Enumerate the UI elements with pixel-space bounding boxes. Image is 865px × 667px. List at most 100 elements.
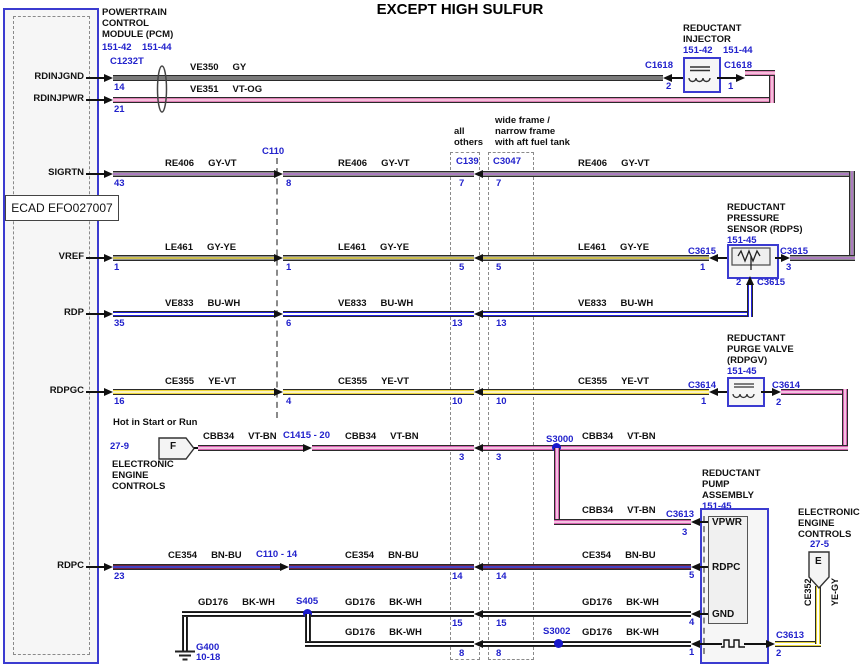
ecad-label-box: ECAD EFO027007 (5, 195, 119, 221)
pcm-connector-label: C1232T (110, 56, 144, 67)
rdpgv-name: REDUCTANT PURGE VALVE (RDPGV) (727, 333, 794, 366)
c3047-pin: 5 (496, 262, 502, 273)
wire-re406-s1 (113, 171, 274, 177)
pcm-pin-number: 43 (114, 178, 125, 189)
injector-ref-1: 151-42 (683, 45, 713, 56)
pin-stub (86, 566, 104, 568)
pump-connector-line (703, 516, 705, 654)
pcm-ref-1: 151-42 (102, 42, 132, 53)
pcm-dashed-box (13, 16, 90, 655)
pump-rdpc-label: RDPC (712, 562, 741, 573)
connector-arrow (474, 310, 483, 318)
c3047-pin: 7 (496, 178, 502, 189)
wire-gd176a-s2 (483, 611, 691, 617)
wire-ve833-s2 (283, 311, 474, 317)
injector-box (683, 57, 721, 93)
wire-gd176a-s1 (182, 611, 474, 617)
c110-14-label: C110 - 14 (256, 549, 298, 560)
c110-pin: 1 (286, 262, 292, 273)
pin-stub (194, 447, 199, 449)
c3047-label: C3047 (493, 156, 521, 167)
connector-arrow (691, 640, 700, 648)
splice-s3000-label: S3000 (546, 434, 574, 445)
ecad-label: ECAD EFO027007 (11, 201, 113, 215)
pin-arrow (104, 310, 113, 318)
connector-arrow (474, 563, 483, 571)
c139-caption: all others (454, 126, 484, 148)
wire-cbb34-s2 (312, 445, 474, 451)
c110-pin: 4 (286, 396, 292, 407)
c139-pin: 13 (452, 318, 463, 329)
wire-ve833-s3 (483, 311, 753, 317)
pin-stub (718, 391, 727, 393)
eec-e-name: ELECTRONIC ENGINE CONTROLS (798, 507, 860, 540)
injector-coil-icon (688, 66, 711, 83)
connector-arrow (280, 563, 289, 571)
connector-arrow (736, 74, 745, 82)
injector-pin-right: 1 (728, 81, 734, 92)
c3613-label: C3613 (666, 509, 694, 520)
pin-stub (86, 173, 104, 175)
c139-pin: 3 (459, 452, 465, 463)
connector-arrow (709, 254, 718, 262)
pin-arrow (104, 388, 113, 396)
hot-in-start-label: Hot in Start or Run (113, 417, 198, 428)
pin-stub (86, 313, 104, 315)
wire-cbb34-branch (554, 519, 691, 525)
page-title: EXCEPT HIGH SULFUR (376, 1, 544, 18)
pin-stub (86, 257, 104, 259)
pin-stub (775, 257, 781, 259)
pin-stub (700, 613, 708, 615)
wire-re406-s3 (483, 171, 855, 177)
rdps-ref: 151-45 (727, 235, 757, 246)
connector-arrow (274, 254, 283, 262)
wire-ve351 (113, 97, 775, 103)
pcm-pin-vref: VREF (58, 251, 84, 262)
c3047-box (488, 152, 534, 660)
pin-stub (700, 643, 722, 645)
wire-ve833-riser (747, 285, 753, 317)
pin-stub (744, 643, 766, 645)
pump-vpwr-label: VPWR (712, 517, 742, 528)
connector-arrow (474, 640, 483, 648)
wire-ce354-s2 (289, 564, 474, 570)
c3047-pin: 14 (496, 571, 507, 582)
pcm-pin-rdpgc: RDPGC (49, 385, 84, 396)
pump-inner-box (708, 516, 748, 624)
connector-arrow-up (746, 276, 754, 285)
splice-s405 (303, 609, 312, 618)
c139-pin: 15 (452, 618, 463, 629)
pcm-pin-rdpc: RDPC (57, 560, 84, 571)
rdpgv-conn-right: C3614 (772, 380, 800, 391)
twisted-pair-loop (156, 65, 168, 113)
pin-stub (700, 521, 708, 523)
connector-arrow (663, 74, 672, 82)
c139-box (450, 152, 480, 660)
rdps-conn-right: C3615 (780, 246, 808, 257)
pin-arrow (104, 254, 113, 262)
wire-re406-riser (849, 171, 855, 261)
injector-ref-2: 151-44 (723, 45, 753, 56)
connector-arrow (781, 254, 790, 262)
pump-ref: 151-45 (702, 501, 732, 512)
c3047-pin: 10 (496, 396, 507, 407)
wire-ce354-s3 (483, 564, 691, 570)
c3613-out-label: C3613 (776, 630, 804, 641)
rdps-pin-left: 1 (700, 262, 706, 273)
connector-arrow (709, 388, 718, 396)
wire-gd176b-riser (305, 614, 311, 647)
